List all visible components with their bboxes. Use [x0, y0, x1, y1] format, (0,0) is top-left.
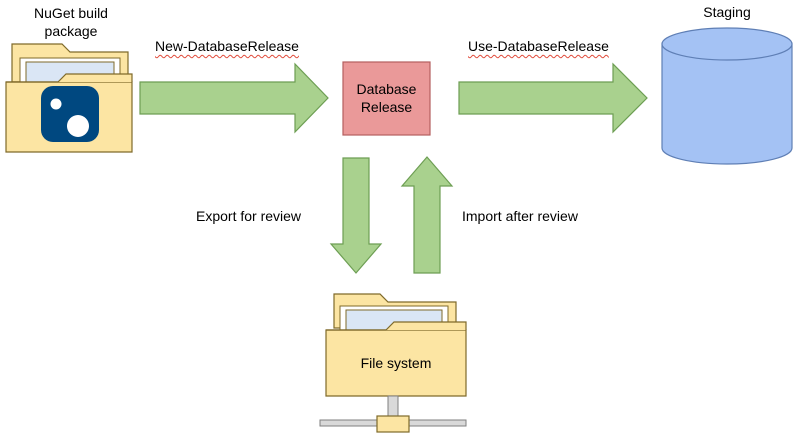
arrow-new-release: [139, 62, 329, 134]
nuget-package-label: NuGet build package: [34, 5, 108, 39]
nuget-logo-icon: [41, 86, 99, 142]
staging-label: Staging: [703, 4, 751, 20]
database-release-box: [342, 61, 431, 136]
file-system-label: File system: [360, 355, 432, 371]
network-connector-icon: [319, 395, 467, 433]
import-label: Import after review: [462, 208, 578, 224]
file-system-folder-icon: [325, 293, 467, 397]
arrow-import: [400, 156, 454, 274]
use-release-label: Use-DatabaseRelease: [468, 38, 609, 54]
arrow-export: [329, 157, 383, 274]
staging-database-icon: [661, 27, 793, 165]
new-release-label: New-DatabaseRelease: [155, 38, 299, 54]
export-label: Export for review: [196, 208, 302, 224]
arrow-use-release: [458, 62, 648, 134]
database-release-label: Database Release: [356, 81, 417, 115]
nuget-package-icon: [5, 43, 133, 153]
